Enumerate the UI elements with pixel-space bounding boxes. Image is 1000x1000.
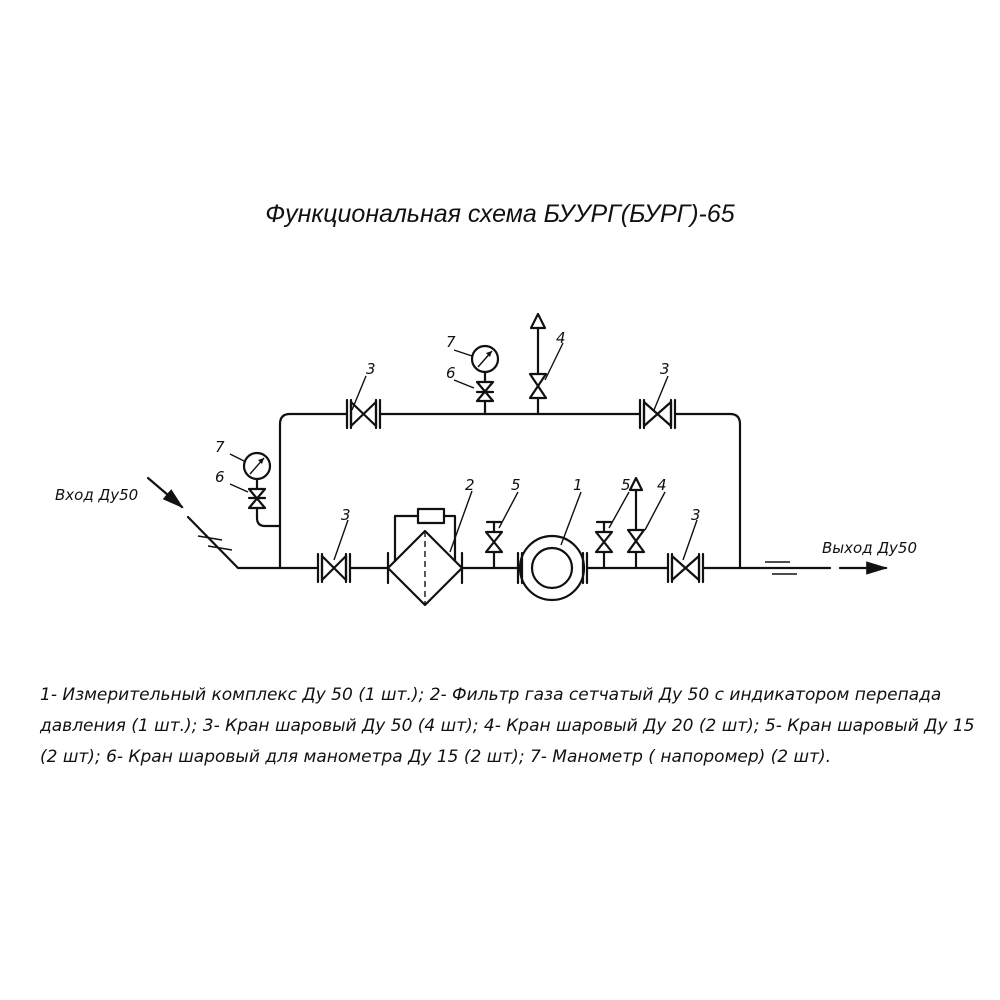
outlet-pipe-break xyxy=(765,561,797,575)
inlet-label: Вход Ду50 xyxy=(55,486,138,504)
gas-filter xyxy=(386,507,464,607)
legend-item-7: 7- Манометр ( напоромер) (2 шт). xyxy=(529,747,832,767)
label-meter: 1 xyxy=(573,476,583,494)
vent-valve-bypass xyxy=(528,312,548,416)
inlet-pipe-break xyxy=(197,535,233,551)
pressure-gauge-inlet xyxy=(242,451,272,481)
pressure-gauge-bypass xyxy=(470,344,500,374)
outlet-label: Выход Ду50 xyxy=(822,539,917,557)
label-vent-valve-bypass: 4 xyxy=(556,329,566,347)
label-vent-valve-main: 4 xyxy=(657,476,667,494)
scheme-title: Функциональная схема БУУРГ(БУРГ)-65 xyxy=(265,200,735,228)
legend: 1- Измерительный комплекс Ду 50 (1 шт.);… xyxy=(40,680,975,773)
label-gauge-inlet: 7 xyxy=(215,438,225,456)
ball-valve-main-inlet xyxy=(316,552,352,584)
gauge-valve-bypass xyxy=(475,370,495,416)
label-valve-bypass-left: 3 xyxy=(366,360,376,378)
legend-item-3: 3- Кран шаровый Ду 50 (4 шт); xyxy=(202,716,479,736)
label-filter: 2 xyxy=(465,476,475,494)
label-valve-main-inlet: 3 xyxy=(341,506,351,524)
ball-valve-main-outlet xyxy=(666,552,705,584)
legend-item-5: 5- Кран шаровый Ду 15 (2 шт); xyxy=(40,716,975,767)
label-valve-bypass-right: 3 xyxy=(660,360,670,378)
label-purge-valve-left: 5 xyxy=(511,476,521,494)
purge-valve-right xyxy=(594,520,614,570)
measuring-complex xyxy=(516,534,589,602)
label-gauge-bypass: 7 xyxy=(446,333,456,351)
bypass-pipeline xyxy=(278,412,742,570)
legend-item-1: 1- Измерительный комплекс Ду 50 (1 шт.); xyxy=(40,685,425,705)
label-gauge-valve-bypass: 6 xyxy=(446,364,456,382)
label-purge-valve-right: 5 xyxy=(621,476,631,494)
label-gauge-valve-inlet: 6 xyxy=(215,468,225,486)
inlet-arrow xyxy=(146,476,184,509)
gauge-valve-inlet xyxy=(247,477,282,528)
purge-valve-left xyxy=(484,520,504,570)
ball-valve-bypass-right xyxy=(638,398,677,430)
main-pipeline xyxy=(186,515,742,570)
legend-item-2: 2- Фильтр газа сетчатый Ду 50 с индикато… xyxy=(40,685,942,736)
functional-scheme-diagram: Вход Ду50 Выход Ду50 xyxy=(55,312,917,607)
label-valve-main-outlet: 3 xyxy=(691,506,701,524)
ball-valve-bypass-left xyxy=(345,398,382,430)
legend-item-6: 6- Кран шаровый для манометра Ду 15 (2 ш… xyxy=(106,747,525,767)
legend-item-4: 4- Кран шаровый Ду 20 (2 шт); xyxy=(483,716,760,736)
leader-lines xyxy=(229,342,698,561)
vent-valve-main xyxy=(626,476,646,570)
